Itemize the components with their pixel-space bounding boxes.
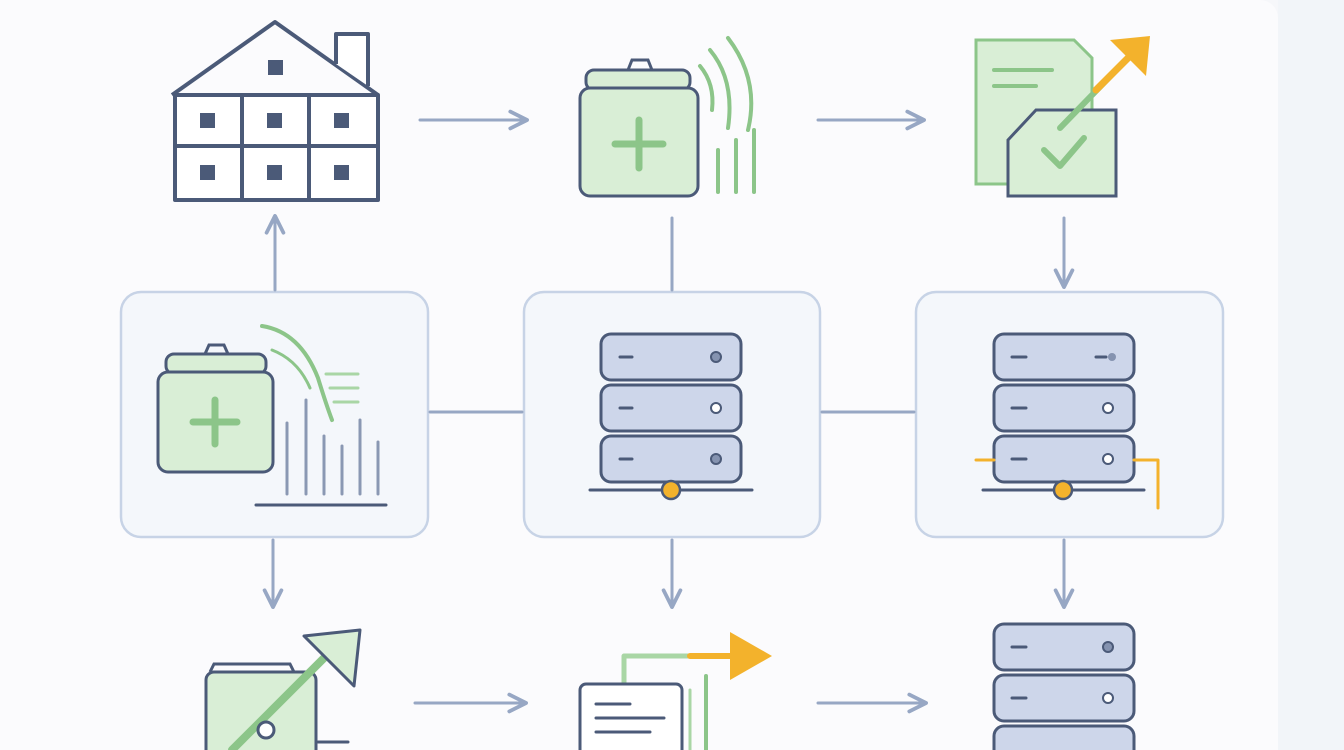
server-rack-icon [588, 332, 754, 501]
right-edge-strip [1278, 0, 1344, 750]
document-arrow-icon [578, 632, 772, 750]
medical-folder-signal-icon [578, 36, 756, 198]
document-check-growth-icon [974, 36, 1150, 198]
server-rack-icon [974, 332, 1160, 510]
connectors [262, 109, 1075, 714]
folder-growth-icon [204, 628, 362, 750]
server-rack-icon [992, 622, 1136, 750]
medical-folder-chart-icon [156, 324, 388, 507]
building-icon [170, 20, 380, 202]
